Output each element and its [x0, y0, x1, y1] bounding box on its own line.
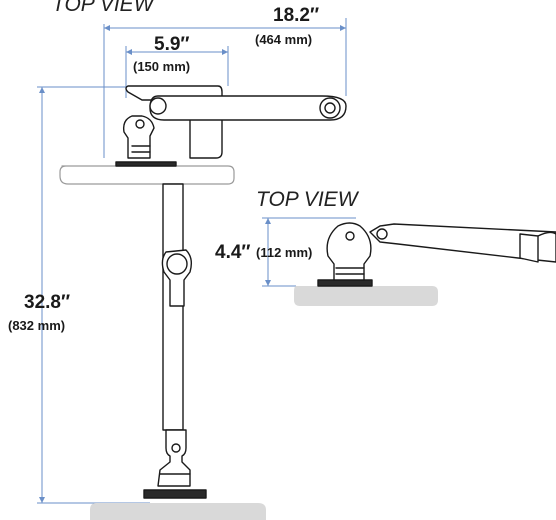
upper-arm-segment [149, 95, 347, 121]
height-dimension-imperial: 32.8″ [24, 292, 71, 313]
upper-desk-surface [59, 165, 235, 185]
upper-base-plate [115, 161, 177, 167]
side-view-arm [59, 85, 347, 499]
depth-dimension-imperial: 4.4″ [215, 242, 251, 263]
top-view-base-plate [317, 279, 373, 287]
top-view-label-upper: TOP VIEW [52, 0, 154, 16]
top-view-arm-segment [369, 223, 556, 263]
top-view-desk [294, 286, 438, 306]
offset-dimension-imperial: 5.9″ [154, 34, 190, 55]
reach-dimension-metric: (464 mm) [255, 32, 313, 47]
upper-arm-pivot [149, 97, 167, 115]
lower-base-plate [143, 489, 207, 499]
top-view-clamp [326, 222, 372, 281]
dimension-lines [37, 18, 356, 504]
top-view-arm [294, 222, 556, 306]
top-view-label-lower: TOP VIEW [256, 188, 358, 211]
height-dimension-metric: (832 mm) [8, 318, 66, 333]
upper-clamp [122, 115, 155, 159]
lower-clamp [157, 429, 191, 487]
top-view-arm-tip [519, 233, 539, 263]
vertical-pole [162, 183, 184, 431]
offset-dimension-metric: (150 mm) [133, 59, 191, 74]
depth-dimension-metric: (112 mm) [256, 245, 313, 260]
lower-desk-surface [90, 503, 266, 520]
reach-dimension-imperial: 18.2″ [273, 5, 320, 26]
